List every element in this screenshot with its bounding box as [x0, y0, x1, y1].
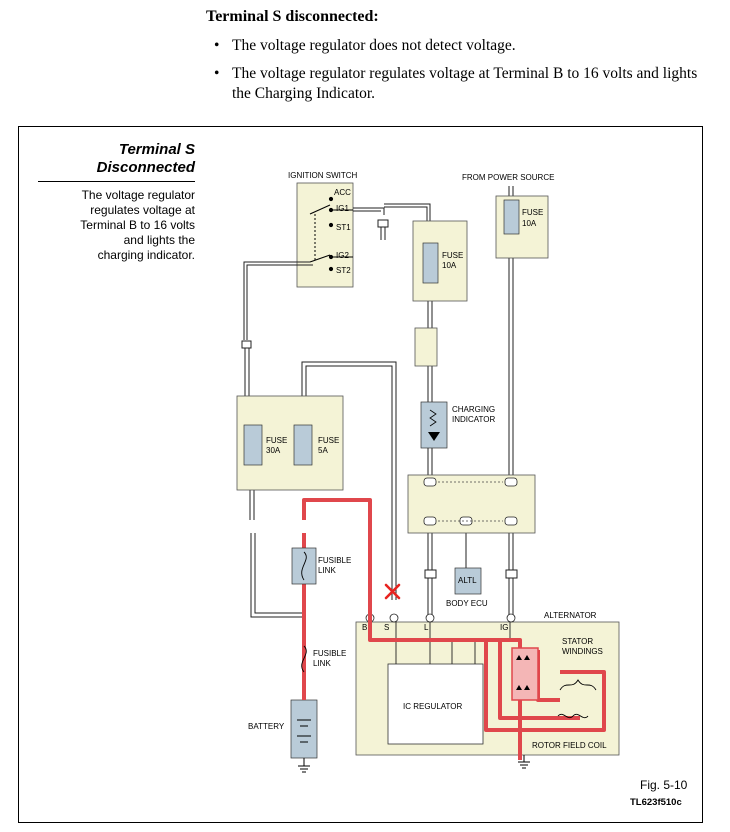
rotor-field-coil-label: ROTOR FIELD COIL [532, 741, 607, 750]
acc-label: ACC [334, 188, 351, 197]
fuse-5a-element [293, 424, 313, 466]
bullet-dot: • [214, 65, 220, 82]
fusible-link-upper [291, 547, 317, 585]
body-ecu-label: BODY ECU [446, 599, 488, 608]
diode-bridge [511, 647, 539, 701]
side-title-line: Terminal S [118, 141, 195, 158]
charging-label: CHARGING [452, 405, 495, 414]
side-caption: The voltage regulator regulates voltage … [38, 188, 195, 263]
battery-box [290, 699, 318, 759]
fusible-link-icon [301, 645, 307, 673]
side-title: Terminal S Disconnected [38, 141, 195, 177]
link-label: LINK [318, 566, 336, 575]
terminal-l-label: L [424, 623, 429, 632]
terminal-pins [365, 613, 516, 623]
bullet-item: • The voltage regulator regulates voltage… [214, 64, 714, 104]
power-fuse-element [503, 199, 520, 235]
figure-frame [18, 126, 703, 823]
rotor-coil-icon [557, 713, 589, 719]
fuse-label: FUSE [266, 436, 287, 445]
fuse-label: FUSE [522, 208, 543, 217]
bullet-dot: • [214, 37, 220, 54]
terminal-ig-label: IG [500, 623, 508, 632]
section-heading: Terminal S disconnected: [206, 8, 379, 25]
ignition-switch-label: IGNITION SWITCH [288, 171, 358, 180]
bullet-item: • The voltage regulator does not detect v… [214, 36, 714, 56]
fuse-rating: 5A [318, 446, 328, 455]
altl-label: ALTL [458, 576, 477, 585]
figure-number: Fig. 5-10 [640, 778, 688, 792]
inline-connector-box [414, 327, 438, 367]
charging-indicator-lamp [420, 401, 448, 449]
black-wiring [241, 186, 518, 618]
fusible-label: FUSIBLE [313, 649, 346, 658]
side-title-line: Disconnected [96, 159, 195, 176]
battery-plates-icon [297, 719, 311, 743]
ground-icon [518, 755, 530, 769]
stator-coil-icon [559, 679, 597, 691]
charging-fuse-box [412, 220, 468, 302]
indicator-resistor-icon [429, 409, 437, 427]
fuse-30a-element [243, 424, 263, 466]
side-caption-line: charging indicator. [97, 248, 195, 262]
figure-code: TL623f510c [630, 797, 682, 808]
fusible-label: FUSIBLE [318, 556, 351, 565]
windings-label: WINDINGS [562, 647, 603, 656]
ic-regulator-label: IC REGULATOR [403, 702, 462, 711]
battery-label: BATTERY [248, 722, 285, 731]
fuse-label: FUSE [318, 436, 339, 445]
fuse-label: FUSE [442, 251, 463, 260]
indicator-led-icon [428, 432, 440, 441]
link-label: LINK [313, 659, 331, 668]
ground-icon [298, 758, 310, 773]
st1-label: ST1 [336, 223, 351, 232]
fuse-rating: 10A [442, 261, 457, 270]
altl-box [454, 567, 482, 595]
side-caption-line: regulates voltage at [90, 203, 195, 217]
stator-label: STATOR [562, 637, 593, 646]
disconnect-x-icon [384, 583, 401, 600]
side-caption-line: and lights the [123, 233, 195, 247]
ic-regulator-box [387, 663, 484, 745]
diode-icons [516, 655, 530, 690]
terminal-s-label: S [384, 623, 389, 632]
st2-label: ST2 [336, 266, 351, 275]
ig1-label: IG1 [336, 204, 349, 213]
side-caption-line: Terminal B to 16 volts [80, 218, 195, 232]
ignition-contacts [309, 196, 353, 272]
bullet-text: The voltage regulator does not detect vo… [232, 37, 516, 54]
bullet-text: The voltage regulator regulates voltage … [232, 65, 698, 102]
ig2-label: IG2 [336, 251, 349, 260]
fusible-link-icon [301, 551, 307, 581]
alternator-label: ALTERNATOR [544, 611, 597, 620]
side-caption-line: The voltage regulator [81, 188, 195, 202]
ignition-switch-box [296, 182, 354, 288]
fuse-rating: 30A [266, 446, 281, 455]
bullet-list: • The voltage regulator does not detect v… [214, 36, 714, 112]
fuse-rating: 10A [522, 219, 537, 228]
terminal-b-label: B [362, 623, 367, 632]
fuse-10a-element [422, 242, 439, 284]
power-source-label: FROM POWER SOURCE [462, 173, 554, 182]
indicator-label: INDICATOR [452, 415, 495, 424]
side-divider [38, 181, 195, 182]
